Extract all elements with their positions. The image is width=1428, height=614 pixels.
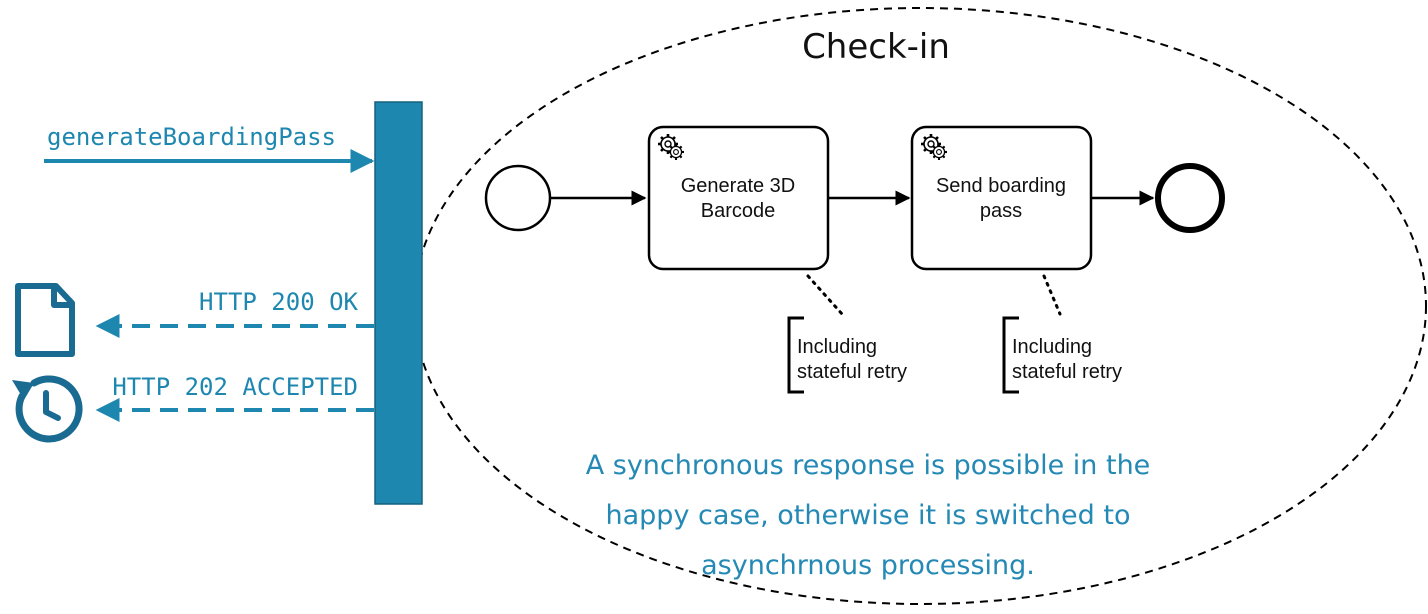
task-1-line2: Barcode <box>701 200 776 222</box>
task-1-line1: Generate 3D <box>681 175 796 197</box>
task-generate-barcode: Generate 3D Barcode <box>647 125 830 271</box>
annotation-2-line1: Including <box>1012 336 1092 358</box>
task-2-line1: Send boarding <box>936 175 1066 197</box>
api-endpoint-bar <box>374 101 423 505</box>
task-2-line2: pass <box>980 200 1022 222</box>
response-202-label: HTTP 202 ACCEPTED <box>112 373 358 401</box>
annotation-1-line1: Including <box>797 336 877 358</box>
gear-icon <box>919 132 949 162</box>
start-event <box>484 164 552 232</box>
note-line3: asynchrnous processing. <box>701 550 1035 581</box>
task-send-boarding-pass: Send boarding pass <box>910 125 1093 271</box>
end-event <box>1155 163 1225 233</box>
note-line2: happy case, otherwise it is switched to <box>606 500 1131 531</box>
annotation-1-line2: stateful retry <box>797 361 907 383</box>
request-label: generateBoardingPass <box>47 123 336 151</box>
clock-history-icon <box>12 375 83 443</box>
document-icon <box>15 283 75 357</box>
diagram-title: Check-in <box>802 27 950 67</box>
checkin-boundary <box>413 7 1427 605</box>
note-line1: A synchronous response is possible in th… <box>586 450 1151 481</box>
annotation-2-bracket <box>1002 316 1019 394</box>
annotation-2-association <box>1042 274 1062 316</box>
annotation-1-association <box>806 274 844 316</box>
annotation-2-line2: stateful retry <box>1012 361 1122 383</box>
annotation-1-bracket <box>787 316 804 394</box>
response-200-label: HTTP 200 OK <box>199 288 358 316</box>
gear-icon <box>656 132 686 162</box>
